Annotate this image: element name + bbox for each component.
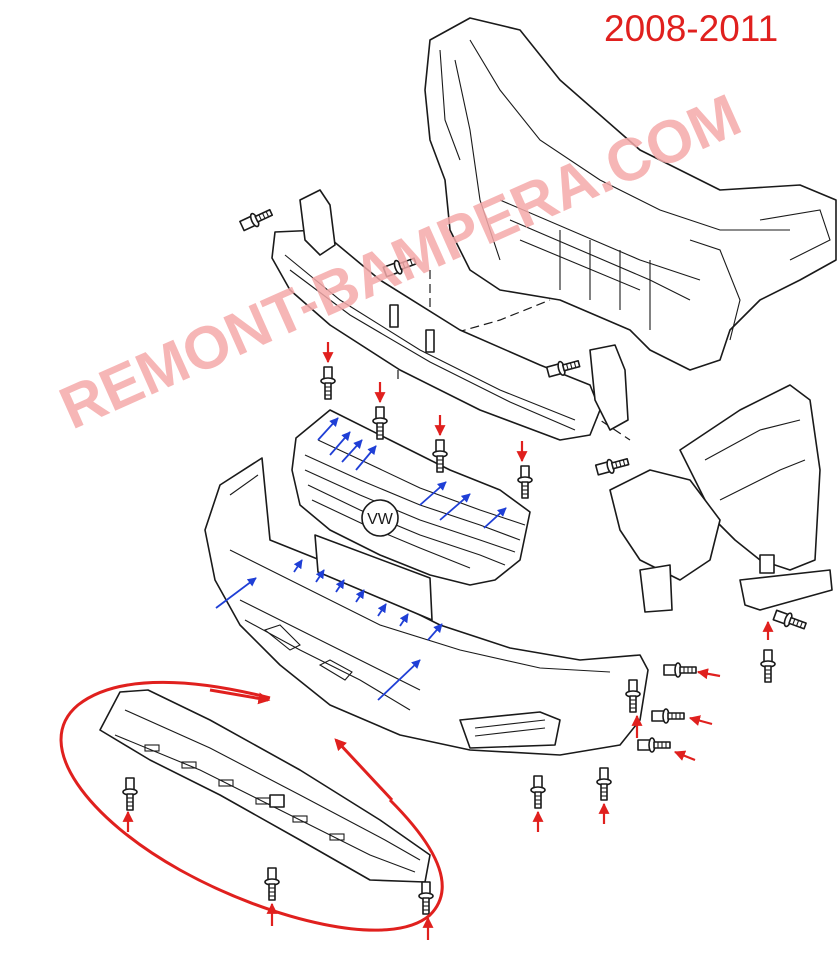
guide-bolt-right-horizontal bbox=[771, 607, 809, 634]
clip-arrow bbox=[335, 579, 345, 593]
clip-arrow bbox=[355, 445, 377, 471]
fastener-arrows bbox=[122, 342, 774, 940]
clip-arrows bbox=[215, 417, 507, 701]
clip-arrow bbox=[399, 613, 409, 627]
fastener-arrow bbox=[696, 668, 721, 680]
clip-arrow bbox=[419, 481, 447, 506]
clip-arrow bbox=[439, 493, 471, 521]
clip-arrow bbox=[317, 417, 339, 441]
guide-bolt-right-vertical bbox=[760, 649, 776, 683]
clip-arrow bbox=[341, 439, 363, 463]
bumper-screw-lower-1 bbox=[530, 775, 546, 809]
bumper-screw-side-3 bbox=[651, 708, 685, 724]
fastener-arrow bbox=[673, 750, 696, 762]
grille-screw-1 bbox=[320, 366, 336, 400]
license-plate-holder bbox=[314, 534, 433, 621]
svg-text:VW: VW bbox=[367, 511, 394, 528]
radiator-grille: VW bbox=[291, 409, 531, 586]
bumper-screw-side-2 bbox=[663, 662, 697, 678]
beam-bolt-left bbox=[238, 205, 275, 234]
bumper-screw-lower-2 bbox=[596, 767, 612, 801]
connector-arrow bbox=[334, 738, 394, 802]
clip-arrow bbox=[377, 659, 421, 701]
clip-arrow bbox=[427, 623, 443, 641]
highlight-ellipse bbox=[59, 680, 444, 932]
clip-arrow bbox=[293, 559, 303, 573]
radiator-support bbox=[424, 17, 837, 371]
fastener-arrow bbox=[688, 715, 713, 726]
spoiler-screw-2 bbox=[264, 867, 280, 901]
year-range-label: 2008-2011 bbox=[604, 8, 779, 49]
clip-arrow bbox=[315, 569, 325, 583]
clip-arrow bbox=[483, 507, 507, 529]
beam-bolt-right bbox=[545, 356, 582, 380]
side-bolt bbox=[594, 454, 631, 478]
side-bracket bbox=[609, 469, 833, 613]
clip-arrow bbox=[329, 431, 351, 456]
spoiler-screw-1 bbox=[122, 777, 138, 811]
spoiler-screw-3 bbox=[418, 881, 434, 915]
clip-arrow bbox=[215, 577, 257, 609]
bumper-screw-side-4 bbox=[637, 737, 671, 753]
clip-arrow bbox=[377, 603, 387, 617]
bumper-reinforcement-beam bbox=[271, 189, 629, 441]
lower-grille-spoiler bbox=[99, 689, 431, 883]
clip-arrow bbox=[355, 589, 365, 603]
connector-arrow bbox=[209, 688, 271, 705]
grille-screw-4 bbox=[517, 465, 533, 499]
